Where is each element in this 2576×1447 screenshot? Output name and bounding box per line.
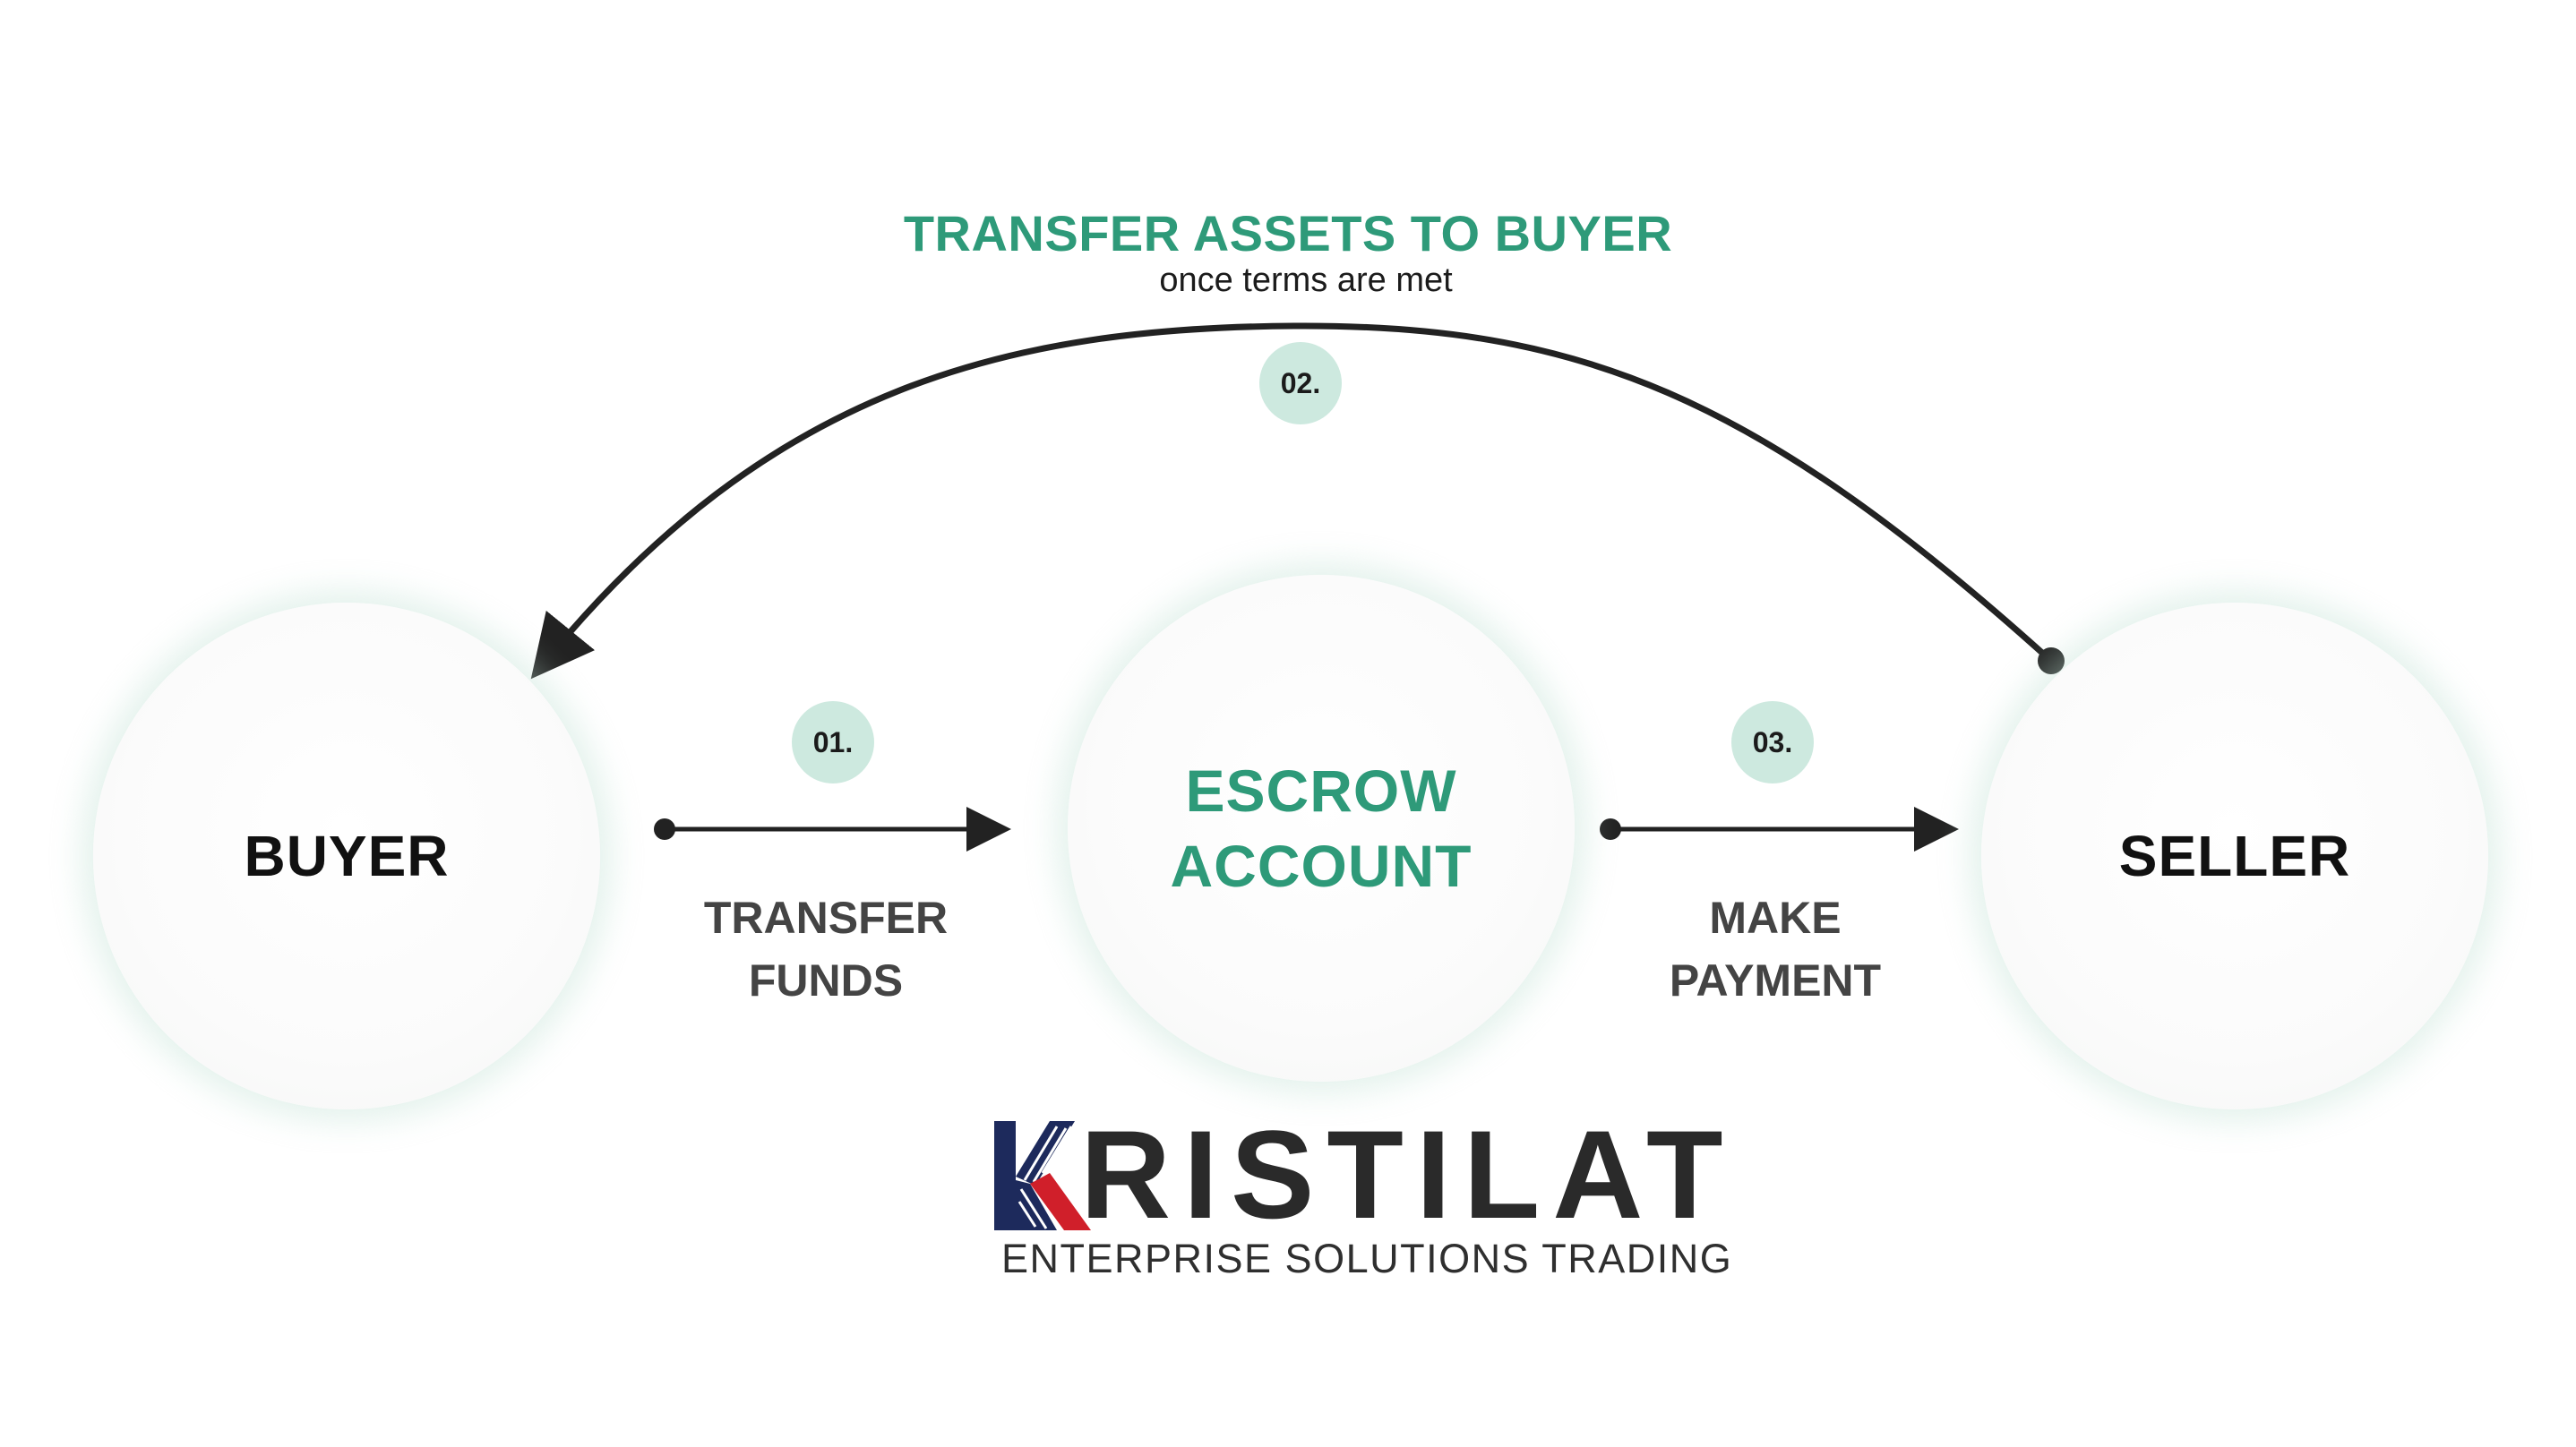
escrow-node: ESCROW ACCOUNT xyxy=(1068,575,1575,1082)
step-badge-03: 03. xyxy=(1731,701,1814,783)
transfer-funds-line1: TRANSFER xyxy=(703,893,949,943)
escrow-label-line2: ACCOUNT xyxy=(1170,833,1473,899)
step-badge-01: 01. xyxy=(792,701,874,783)
make-payment-start-dot xyxy=(1600,818,1621,840)
seller-node: SELLER xyxy=(1981,603,2488,1109)
buyer-node: BUYER xyxy=(93,603,600,1109)
logo-tagline: ENTERPRISE SOLUTIONS TRADING xyxy=(1001,1236,1733,1281)
step-badge-02: 02. xyxy=(1259,342,1342,424)
kristilat-logo: RISTILAT ENTERPRISE SOLUTIONS TRADING xyxy=(994,1112,1731,1281)
assets-transfer-subtitle: once terms are met xyxy=(1159,261,1453,299)
transfer-funds-start-dot xyxy=(654,818,675,840)
transfer-funds-line2: FUNDS xyxy=(748,955,904,1006)
assets-to-buyer-arrow xyxy=(530,322,2054,680)
escrow-label-line1: ESCROW xyxy=(1185,758,1457,824)
seller-label: SELLER xyxy=(2118,824,2351,888)
make-payment-label: MAKE PAYMENT xyxy=(1614,886,1936,1012)
make-payment-line2: PAYMENT xyxy=(1669,955,1882,1006)
assets-arrow-start-dot xyxy=(2038,647,2065,674)
make-payment-line1: MAKE xyxy=(1709,893,1842,943)
assets-transfer-title: TRANSFER ASSETS TO BUYER xyxy=(903,205,1673,261)
transfer-funds-label: TRANSFER FUNDS xyxy=(665,886,987,1012)
escrow-label: ESCROW ACCOUNT xyxy=(1171,753,1473,903)
logo-wordmark: RISTILAT xyxy=(1080,1104,1736,1245)
buyer-label: BUYER xyxy=(244,824,450,888)
logo-k-mark-icon xyxy=(994,1121,1091,1230)
